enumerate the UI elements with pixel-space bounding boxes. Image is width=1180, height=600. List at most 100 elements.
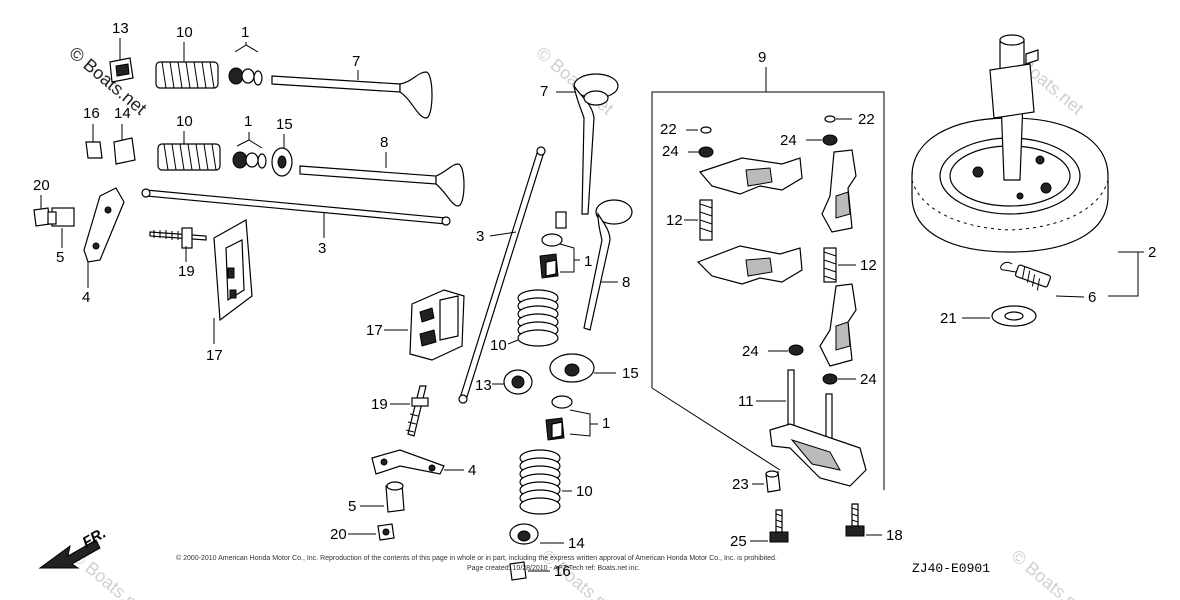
callout-22b: 22 <box>858 111 875 128</box>
callout-16b: 16 <box>554 563 571 580</box>
callout-20b: 20 <box>330 526 347 543</box>
upper-row-3: 3 20 5 4 19 17 <box>33 177 451 364</box>
governor-assembly: 9 22 24 24 22 12 12 <box>651 49 903 550</box>
intake-valve-part <box>271 71 433 119</box>
front-arrow-icon <box>38 539 101 569</box>
callout-12b: 12 <box>860 257 877 274</box>
washer-2-part <box>822 134 838 146</box>
callout-10c: 10 <box>490 337 507 354</box>
callout-22a: 22 <box>660 121 677 138</box>
callout-25: 25 <box>730 533 747 550</box>
valve-vertical-part <box>555 73 619 229</box>
valve-vertical-2-part <box>583 199 633 331</box>
callout-24b: 24 <box>780 132 797 149</box>
callout-2: 2 <box>1148 244 1156 261</box>
spring-12b-part <box>823 247 837 283</box>
callout-1d: 1 <box>602 415 610 432</box>
plug-23-part <box>765 470 781 493</box>
washer-part <box>698 146 714 158</box>
rocker-arm-2-part <box>371 449 445 475</box>
lock-nut-2-part <box>377 523 395 541</box>
callout-18: 18 <box>886 527 903 544</box>
rocker-guide-plate-part <box>213 219 253 322</box>
callout-8: 8 <box>380 134 388 151</box>
retainer-4-part <box>509 523 539 545</box>
pivot-bolt-2-part <box>385 481 405 513</box>
copyright-line-1: © 2000-2010 American Honda Motor Co., In… <box>176 554 777 562</box>
callout-13: 13 <box>112 20 129 37</box>
camshaft-assembly: 2 6 21 <box>911 34 1156 327</box>
valve-cotter-part <box>228 67 263 86</box>
callout-9: 9 <box>758 49 766 66</box>
watermark-5: © Boats.net <box>537 546 622 600</box>
rocker-guide-plate-2-part <box>409 289 465 361</box>
governor-holder-lower-part <box>819 283 857 367</box>
callout-19: 19 <box>178 263 195 280</box>
callout-8b: 8 <box>622 274 630 291</box>
callout-1: 1 <box>241 24 249 41</box>
copyright-line-2: Page created: 10/28/2010 - APT Tech ref:… <box>467 565 640 572</box>
callout-7b: 7 <box>540 83 548 100</box>
camshaft-part <box>989 34 1039 181</box>
watermark-main: © Boats.net <box>65 43 150 119</box>
callout-3b: 3 <box>476 228 484 245</box>
callout-3: 3 <box>318 240 326 257</box>
callout-14: 14 <box>114 105 131 122</box>
spring-retainer-part <box>113 137 136 165</box>
washer-small-part <box>700 126 712 134</box>
callout-24a: 24 <box>662 143 679 160</box>
bracket-9 <box>651 67 885 490</box>
callout-5b: 5 <box>348 498 356 515</box>
watermark-6: © Boats.net <box>1007 546 1092 600</box>
callout-6: 6 <box>1088 289 1096 306</box>
watermark-group: © Boats.net © Boats.net © Boats.net © Bo… <box>65 43 1092 600</box>
callout-15b: 15 <box>622 365 639 382</box>
callout-10: 10 <box>176 24 193 41</box>
callout-17: 17 <box>206 347 223 364</box>
callout-14b: 14 <box>568 535 585 552</box>
washer-4-part <box>822 373 838 385</box>
center-left-stack: 17 19 4 5 20 <box>330 289 476 543</box>
governor-shaft-holder-part <box>769 369 867 487</box>
callout-13b: 13 <box>475 377 492 394</box>
washer-small-2-part <box>824 115 836 123</box>
callout-1b: 1 <box>244 113 252 130</box>
pivot-stud-2-part <box>405 385 429 437</box>
callout-1c: 1 <box>584 253 592 270</box>
rotator-part <box>271 147 293 177</box>
callout-4: 4 <box>82 289 90 306</box>
diagram-code: ZJ40-E0901 <box>912 561 990 576</box>
bolt-18-part <box>845 503 865 537</box>
callout-11: 11 <box>738 393 754 410</box>
governor-holder-upper-part <box>821 149 857 233</box>
callout-19b: 19 <box>371 396 388 413</box>
callout-21: 21 <box>940 310 957 327</box>
stem-seal-part <box>85 141 103 159</box>
upper-row-2: 16 14 10 1 15 8 <box>83 105 465 207</box>
callout-24d: 24 <box>860 371 877 388</box>
callout-16: 16 <box>83 105 100 122</box>
stem-seal-2-part <box>509 561 527 581</box>
valve-spring-2-part <box>157 143 221 171</box>
callout-17b: 17 <box>366 322 383 339</box>
valve-spring-4-part <box>519 449 561 515</box>
callout-15: 15 <box>276 116 293 133</box>
upper-row-1: 13 10 1 7 <box>109 20 433 119</box>
rocker-arm-part <box>83 187 125 263</box>
callout-5: 5 <box>56 249 64 266</box>
push-rod-part <box>141 188 451 226</box>
bolt-25-part <box>769 509 789 543</box>
pivot-stud-part <box>149 227 207 249</box>
cotter-3-part <box>539 233 563 279</box>
callout-20: 20 <box>33 177 50 194</box>
governor-arm-lower-part <box>696 245 803 285</box>
rotator-2-part <box>549 353 595 383</box>
thrust-washer-part <box>991 305 1037 327</box>
callout-12a: 12 <box>666 212 683 229</box>
callout-24c: 24 <box>742 343 759 360</box>
callout-4b: 4 <box>468 462 476 479</box>
spring-6-part <box>1000 261 1052 291</box>
washer-3-part <box>788 344 804 356</box>
cotter-4-part <box>545 395 573 441</box>
